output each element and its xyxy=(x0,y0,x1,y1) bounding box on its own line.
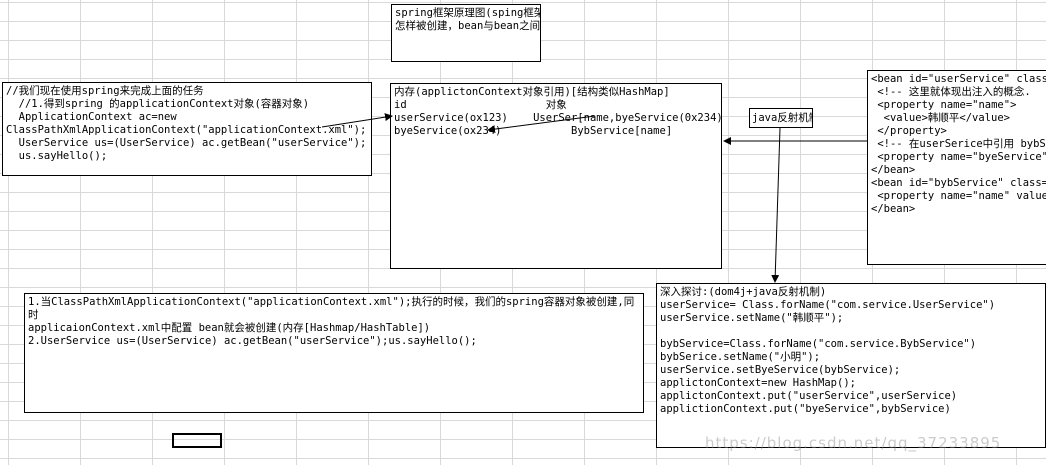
text-line: byeService(ox234) BybService[name] xyxy=(394,125,673,137)
text-line: </bean> xyxy=(871,164,916,176)
text-line: applictonContext=new HashMap(); xyxy=(660,377,856,389)
reflection-label-box: java反射机制 xyxy=(749,108,813,128)
task-code-box: //我们现在使用spring来完成上面的任务 //1.得到spring 的app… xyxy=(2,82,372,176)
text-line: <value>韩顺平</value> xyxy=(871,112,1010,124)
text-line: 深入探讨:(dom4j+java反射机制) xyxy=(660,286,827,298)
text-line: id 对象 xyxy=(394,99,567,111)
text-line xyxy=(660,325,1042,338)
text-line: us.sayHello(); xyxy=(6,150,108,162)
text-line: <property name="byeService" xyxy=(871,151,1046,163)
task-code-lines: //我们现在使用spring来完成上面的任务 //1.得到spring 的app… xyxy=(6,85,368,163)
text-line: </property> xyxy=(871,125,947,137)
reflection-label: java反射机制 xyxy=(752,112,813,124)
selected-cell[interactable] xyxy=(172,433,222,448)
text-line: 内存(applictonContext对象引用)[结构类似HashMap] xyxy=(394,86,670,98)
title-box-lines: spring框架原理图(sping框架什么被加载，spring中配置的bean,… xyxy=(395,7,541,33)
xml-config-box: <bean id="userService" class=" <!-- 这里就体… xyxy=(867,70,1046,265)
text-line: applicaionContext.xml中配置 bean就会被创建(内存[Ha… xyxy=(28,322,431,334)
text-line: <bean id="bybService" class=" xyxy=(871,177,1046,189)
text-line: <!-- 在userSerice中引用 bybS xyxy=(871,138,1046,150)
text-line: <!-- 这里就体现出注入的概念. xyxy=(871,86,1031,98)
text-line: ClassPathXmlApplicationContext("applicat… xyxy=(6,124,367,136)
text-line: userService= Class.forName("com.service.… xyxy=(660,299,996,311)
text-line: ApplicationContext ac=new xyxy=(6,111,177,123)
memory-box: 内存(applictonContext对象引用)[结构类似HashMap]id … xyxy=(390,83,722,269)
text-line: <property name="name" value= xyxy=(871,190,1046,202)
xml-config-lines: <bean id="userService" class=" <!-- 这里就体… xyxy=(871,73,1046,216)
text-line: bybSerice.setName("小明"); xyxy=(660,351,821,363)
deep-dive-box: 深入探讨:(dom4j+java反射机制)userService= Class.… xyxy=(656,283,1046,448)
text-line: userService.setByeService(bybService); xyxy=(660,364,901,376)
memory-lines: 内存(applictonContext对象引用)[结构类似HashMap]id … xyxy=(394,86,722,138)
text-line: <bean id="userService" class=" xyxy=(871,73,1046,85)
text-line: 2.UserService us=(UserService) ac.getBea… xyxy=(28,335,477,347)
deep-dive-lines: 深入探讨:(dom4j+java反射机制)userService= Class.… xyxy=(660,286,1042,416)
explanation-lines: 1.当ClassPathXmlApplicationContext("appli… xyxy=(28,296,640,348)
title-box: spring框架原理图(sping框架什么被加载，spring中配置的bean,… xyxy=(391,4,541,62)
text-line: bybService=Class.forName("com.service.By… xyxy=(660,338,977,350)
text-line: //我们现在使用spring来完成上面的任务 xyxy=(6,85,204,97)
arrow-reflection-to-deep xyxy=(771,127,781,283)
text-line: 1.当ClassPathXmlApplicationContext("appli… xyxy=(28,296,635,321)
text-line: spring框架原理图(sping框架什么被加载，spring中配置的bean, xyxy=(395,7,541,19)
text-line: applictionContext.put("byeService",bybSe… xyxy=(660,403,951,415)
text-line: applictonContext.put("userService",userS… xyxy=(660,390,958,402)
text-line: </bean> xyxy=(871,203,916,215)
text-line: 怎样被创建，bean与bean之间的关系怎样被维护) xyxy=(395,20,541,32)
text-line: userService(ox123) UserSer[name,byeServi… xyxy=(394,112,722,124)
explanation-box: 1.当ClassPathXmlApplicationContext("appli… xyxy=(24,293,644,413)
text-line: <property name="name"> xyxy=(871,99,1017,111)
text-line: userService.setName("韩顺平"); xyxy=(660,312,844,324)
text-line: //1.得到spring 的applicationContext对象(容器对象) xyxy=(6,98,310,110)
watermark: https://blog.csdn.net/qq_37233895 xyxy=(705,434,1002,452)
text-line: UserService us=(UserService) ac.getBean(… xyxy=(6,137,367,149)
